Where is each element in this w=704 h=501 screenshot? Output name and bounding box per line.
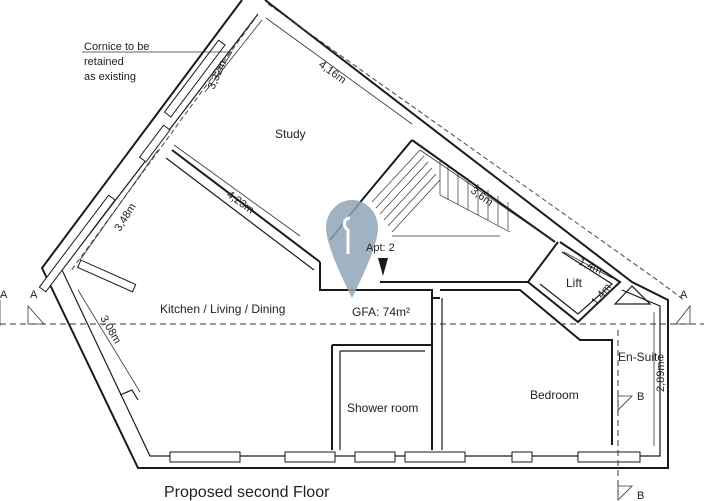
- dimension-36: 3,6m: [468, 185, 495, 209]
- section-b-bottom: B: [637, 490, 644, 501]
- dimension-14a: 1,4m: [577, 256, 604, 277]
- staircase: [371, 149, 511, 237]
- dimension-348: 3,48m: [112, 201, 138, 233]
- dimension-289: 2,89m: [655, 361, 667, 392]
- internal-walls: [119, 139, 622, 450]
- section-a-right: A: [680, 289, 688, 301]
- section-a-left-outer: A: [0, 289, 8, 301]
- room-label-lift: Lift: [566, 276, 583, 290]
- section-marker-right: [675, 304, 691, 325]
- room-label-bedroom: Bedroom: [530, 388, 579, 402]
- section-a-left-inner: A: [30, 289, 38, 301]
- cornice-leader: [82, 51, 233, 81]
- room-label-study: Study: [275, 127, 306, 141]
- cornice-note-line3: as existing: [84, 71, 136, 83]
- north-triangle-icon: [378, 258, 388, 276]
- dimension-308: 3,08m: [97, 314, 123, 346]
- section-marker-left: [0, 300, 45, 326]
- section-marker-b: [617, 395, 633, 501]
- apartment-label: Apt: 2: [366, 242, 395, 254]
- facade-windows: [38, 39, 226, 293]
- plan-title: Proposed second Floor: [164, 484, 330, 501]
- room-label-ensuite: En-Suite: [618, 350, 664, 364]
- gfa-label: GFA: 74m²: [352, 305, 410, 319]
- room-label-kitchen: Kitchen / Living / Dining: [160, 302, 285, 316]
- map-pin-icon: [326, 200, 378, 298]
- ensuite-vent-icon: [613, 285, 652, 305]
- dimension-lines: [77, 17, 655, 446]
- bottom-windows: [169, 451, 641, 463]
- cornice-note-line1: Cornice to be: [84, 41, 149, 53]
- section-b-top: B: [637, 391, 644, 403]
- room-label-shower: Shower room: [347, 401, 418, 415]
- dimension-416: 4,16m: [316, 59, 348, 87]
- cornice-note-line2: retained: [84, 56, 124, 68]
